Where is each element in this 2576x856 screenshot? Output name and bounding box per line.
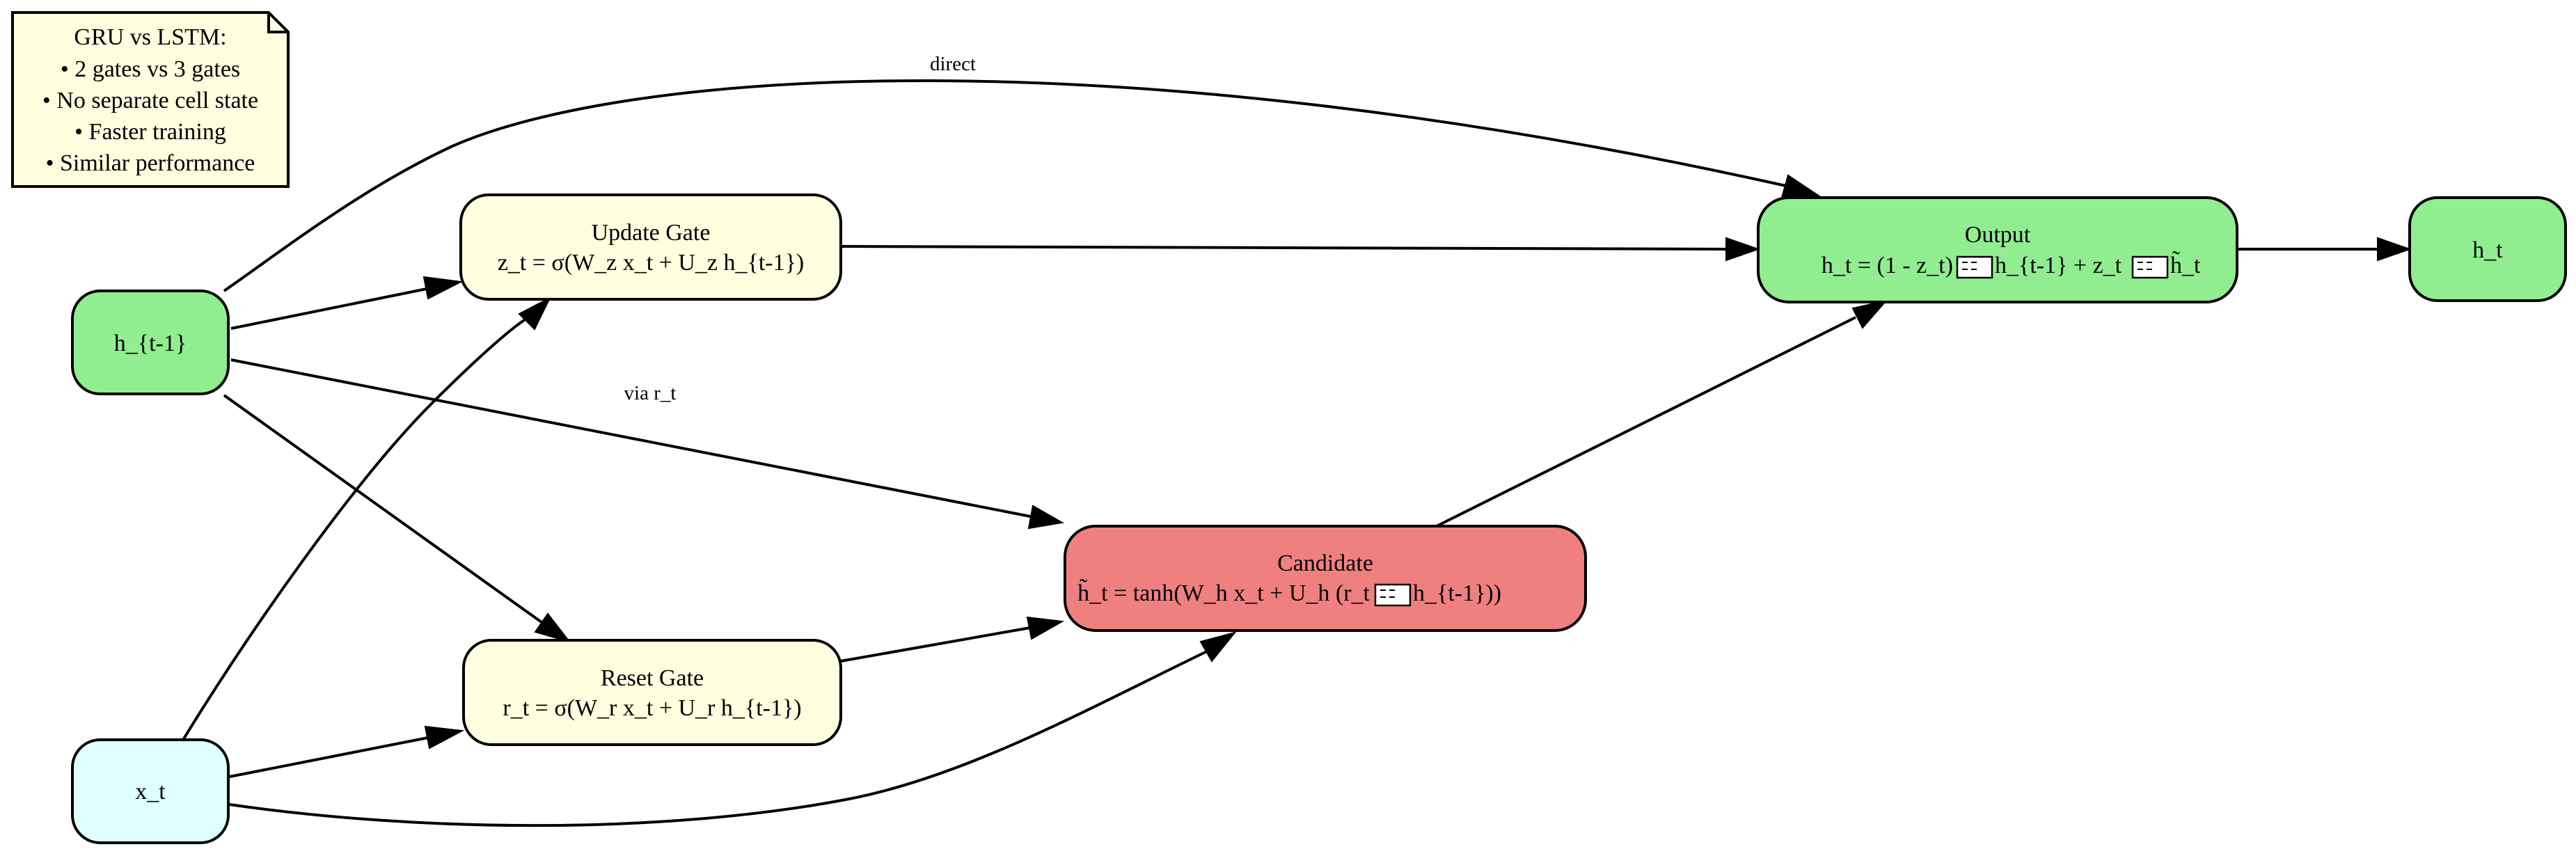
arrowhead: [1199, 631, 1237, 663]
arrowhead: [2377, 237, 2412, 262]
edge-label-direct: direct: [930, 53, 976, 75]
node-formula-part: h̃_t: [2170, 251, 2201, 278]
node-formula: z_t = σ(W_z x_t + U_z h_{t-1}): [498, 250, 805, 276]
node-box: [71, 738, 230, 844]
comparison-note: GRU vs LSTM: • 2 gates vs 3 gates • No s…: [11, 11, 290, 188]
arrowhead: [518, 296, 552, 331]
edge-update-output: [840, 245, 1727, 251]
arrowhead: [1026, 616, 1065, 640]
node-x-t: x_t: [71, 738, 230, 844]
node-formula-part: h_{t-1})): [1413, 580, 1501, 606]
node-box: [2408, 196, 2567, 302]
node-formula: r_t = σ(W_r x_t + U_r h_{t-1}): [503, 695, 801, 721]
node-title: Output: [1965, 222, 2031, 248]
note-shape: [11, 11, 290, 188]
node-box: [459, 193, 842, 301]
node-title: Candidate: [1277, 550, 1373, 576]
arrowhead: [424, 725, 465, 750]
node-box: [71, 290, 230, 395]
node-update-gate: Update Gate z_t = σ(W_z x_t + U_z h_{t-1…: [459, 193, 842, 301]
node-formula-part: h̃_t = tanh(W_h x_t + U_h (r_t: [1077, 578, 1370, 606]
edge-xt-update: [182, 317, 528, 741]
node-h-t: h_t: [2408, 196, 2567, 302]
arrowhead: [1780, 174, 1822, 199]
edge-xt-reset: [229, 736, 432, 778]
edge-hprev-candidate: [230, 358, 1031, 518]
node-title: Update Gate: [592, 220, 711, 246]
note-line: • Faster training: [74, 119, 226, 145]
node-box: [1757, 196, 2238, 303]
edge-label-via-rt: via r_t: [624, 382, 677, 404]
node-h-prev: h_{t-1}: [71, 290, 230, 395]
arrowhead: [1027, 505, 1064, 530]
edge-hprev-update: [230, 287, 431, 330]
note-line: • 2 gates vs 3 gates: [61, 56, 240, 82]
edge-hprev-output-direct: [223, 79, 1789, 292]
node-box: [462, 639, 842, 746]
edge-xt-candidate: [229, 650, 1208, 827]
edge-hprev-reset: [223, 394, 543, 624]
unrendered-glyph: [1956, 255, 1993, 279]
arrowhead: [1725, 237, 1761, 262]
unrendered-glyph: [2131, 255, 2169, 279]
note-line: • Similar performance: [46, 150, 255, 176]
node-title: x_t: [135, 779, 166, 805]
node-box: [1064, 525, 1587, 632]
arrowhead: [534, 612, 571, 643]
edges: direct via r_t: [182, 53, 2412, 827]
node-formula-part: h_t = (1 - z_t): [1822, 253, 1953, 278]
node-title: h_t: [2472, 237, 2503, 263]
arrowhead: [422, 276, 464, 300]
arrowhead: [1851, 299, 1888, 329]
note-line: • No separate cell state: [42, 88, 258, 113]
node-title: Reset Gate: [601, 665, 704, 691]
note-fold: [267, 13, 288, 33]
edge-candidate-output: [1436, 316, 1856, 528]
node-output: Output h_t = (1 - z_t) h_{t-1} + z_t h̃_…: [1757, 196, 2238, 303]
node-title: h_{t-1}: [114, 331, 187, 356]
edge-reset-candidate: [840, 626, 1031, 663]
node-candidate: Candidate h̃_t = tanh(W_h x_t + U_h (r_t…: [1064, 525, 1587, 632]
unrendered-glyph: [1374, 583, 1412, 607]
node-reset-gate: Reset Gate r_t = σ(W_r x_t + U_r h_{t-1}…: [462, 639, 842, 746]
note-line: GRU vs LSTM:: [74, 24, 226, 50]
node-formula-part: h_{t-1} + z_t: [1995, 253, 2122, 278]
